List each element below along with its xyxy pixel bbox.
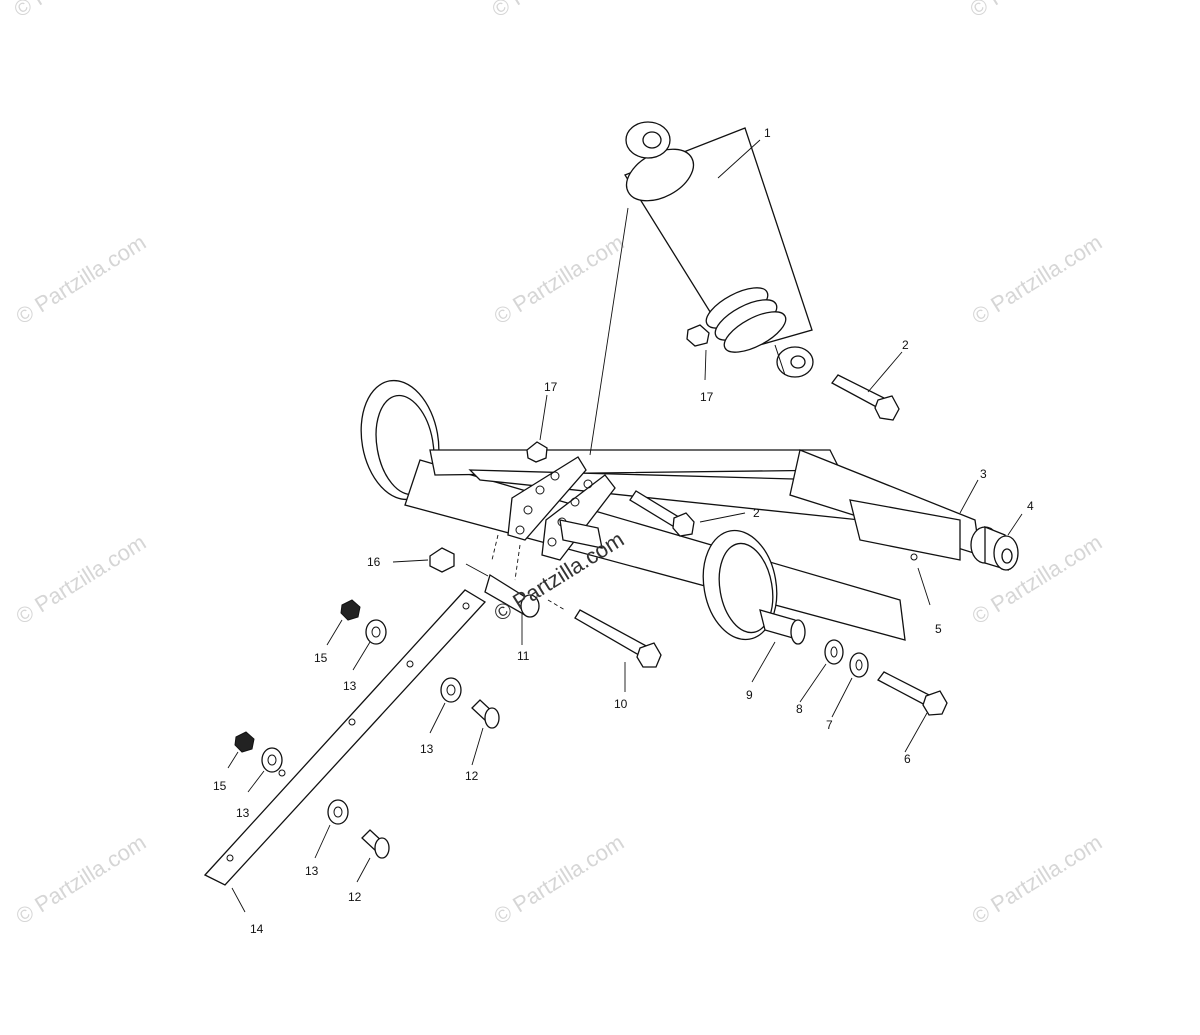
callout-9: 9 [746, 688, 753, 702]
callout-12: 12 [348, 890, 362, 904]
callout-6: 6 [904, 752, 911, 766]
callout-14: 14 [250, 922, 264, 936]
nut-16 [429, 547, 455, 573]
callout-4: 4 [1027, 499, 1034, 513]
watermark: © Partzilla.com [967, 229, 1106, 329]
watermark: © Partzilla.com [487, 0, 626, 22]
callout-15: 15 [314, 651, 328, 665]
washer-13 [327, 799, 349, 825]
rivet-12-upper [471, 699, 500, 729]
callout-2: 2 [753, 506, 760, 520]
mount-brackets [484, 456, 616, 618]
watermark: © Partzilla.com [967, 829, 1106, 929]
callout-16: 16 [367, 555, 381, 569]
watermark: © Partzilla.com [965, 0, 1104, 22]
callout-7: 7 [826, 718, 833, 732]
leader-lines [227, 139, 1023, 913]
callout-3: 3 [980, 467, 987, 481]
callout-13: 13 [305, 864, 319, 878]
callout-5: 5 [935, 622, 942, 636]
callout-17: 17 [544, 380, 558, 394]
callout-8: 8 [796, 702, 803, 716]
washer-8 [824, 639, 844, 665]
washer-13 [365, 619, 387, 645]
bolt-2-lower [629, 490, 695, 537]
watermark: © Partzilla.com [9, 0, 148, 22]
nut-15-lower [234, 731, 255, 753]
callout-13: 13 [343, 679, 357, 693]
watermark: © Partzilla.com [11, 229, 150, 329]
callout-labels: 1 2 2 3 4 5 6 7 8 9 10 11 12 12 13 13 13… [213, 126, 1034, 936]
washer-7 [849, 652, 869, 678]
callout-11: 11 [517, 649, 530, 663]
callout-13: 13 [236, 806, 250, 820]
nut-17-upper [686, 324, 710, 347]
callout-15: 15 [213, 779, 227, 793]
strap-14 [203, 589, 487, 886]
washer-13 [261, 747, 283, 773]
assembly-guides [465, 534, 566, 611]
callout-1: 1 [764, 126, 771, 140]
nut-17-lower [526, 441, 548, 463]
callout-2: 2 [902, 338, 909, 352]
shock-absorber [624, 121, 814, 378]
callout-10: 10 [614, 697, 628, 711]
callout-13: 13 [420, 742, 434, 756]
rivet-12-lower [361, 829, 390, 859]
shock-to-bracket-guide [589, 207, 629, 456]
bolt-2-upper [831, 374, 900, 421]
callout-12: 12 [465, 769, 479, 783]
bolt-6 [877, 671, 948, 716]
watermark: © Partzilla.com [11, 829, 150, 929]
bolt-10 [574, 609, 662, 668]
watermark: © Partzilla.com [11, 529, 150, 629]
watermark: © Partzilla.com [489, 229, 628, 329]
watermark: © Partzilla.com [489, 829, 628, 929]
callout-17: 17 [700, 390, 714, 404]
washer-13 [440, 677, 462, 703]
nut-15-upper [340, 599, 361, 621]
